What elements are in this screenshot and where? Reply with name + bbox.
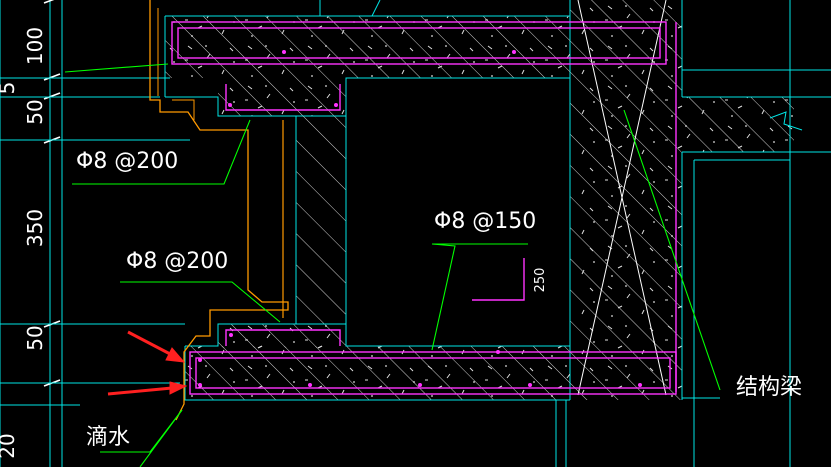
label-rebar-mid: Φ8 @200 <box>126 249 228 274</box>
label-drip: 滴水 <box>86 425 130 450</box>
label-rebar-slab: Φ8 @150 <box>434 209 536 234</box>
rebar-lines <box>171 21 677 395</box>
left-dimension-column <box>0 0 190 467</box>
label-structural-beam: 结构梁 <box>736 375 802 400</box>
structural-beam-section <box>555 0 831 467</box>
dimension-partial-top: 5 <box>0 82 19 95</box>
dimension-100: 100 <box>23 27 47 65</box>
label-rebar-top: Φ8 @200 <box>76 149 178 174</box>
red-arrows <box>107 330 188 396</box>
dimension-50-top: 50 <box>23 99 47 124</box>
dimension-partial-bottom: 20 <box>0 433 19 458</box>
plaster-finish-line <box>149 0 289 421</box>
leader-lines <box>64 63 721 467</box>
top-eave-slab <box>164 0 570 117</box>
bottom-slab <box>184 323 570 401</box>
label-hook-dim: 250 <box>533 268 548 293</box>
rebar-dots <box>198 50 642 387</box>
vertical-web <box>282 116 347 324</box>
dimension-50-bottom: 50 <box>23 325 47 350</box>
dimension-350: 350 <box>23 209 47 247</box>
